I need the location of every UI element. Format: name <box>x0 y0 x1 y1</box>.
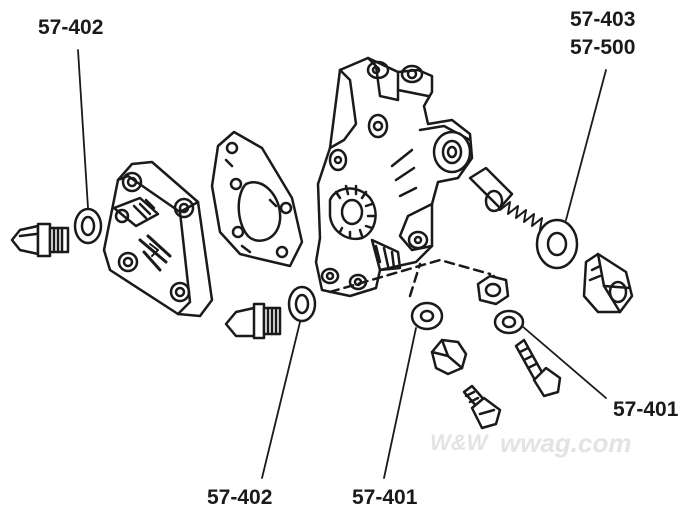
cap-nut <box>430 338 468 376</box>
spring <box>499 201 551 231</box>
part-label-bottom-mid: 57-401 <box>352 486 418 509</box>
washer-right <box>535 218 579 270</box>
nut <box>476 274 510 306</box>
watermark-logo: W&W <box>430 430 488 455</box>
part-label-top-right-1: 57-403 <box>570 8 636 31</box>
washer-top-left <box>73 207 103 245</box>
part-label-top-right-2: 57-500 <box>570 36 636 59</box>
cover-plate <box>102 160 214 318</box>
fitting-lower <box>224 302 282 340</box>
screw-right <box>514 338 562 398</box>
screw-lower <box>462 384 502 430</box>
part-label-bottom-left: 57-402 <box>207 486 273 509</box>
washer-lower <box>287 285 317 323</box>
pump-body <box>314 56 474 298</box>
washer-mid <box>493 309 525 335</box>
plug-right <box>582 252 634 314</box>
sleeve <box>468 166 514 213</box>
fitting-left <box>10 222 70 258</box>
watermark-site: wwag.com <box>500 428 632 458</box>
washer-small <box>410 301 444 331</box>
part-label-right-mid: 57-401 <box>613 398 679 421</box>
part-label-top-left: 57-402 <box>38 16 104 39</box>
gasket <box>210 130 304 268</box>
leader-lines <box>77 49 607 479</box>
